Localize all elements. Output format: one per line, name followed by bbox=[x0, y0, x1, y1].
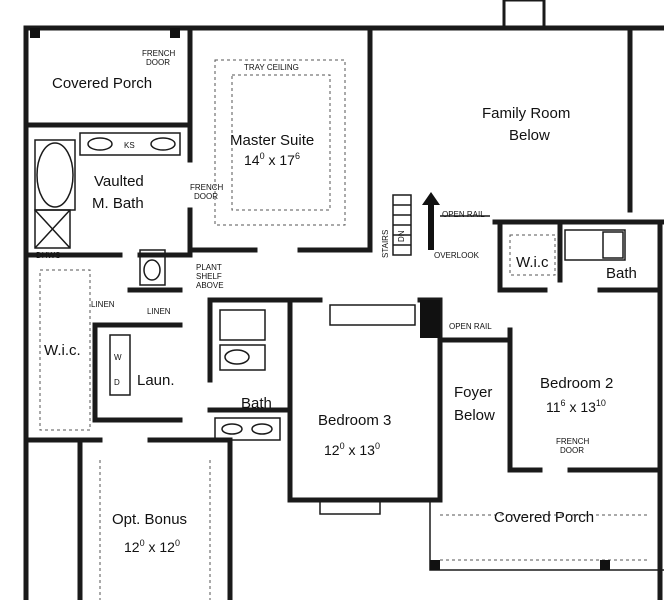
master-suite-dims: 140 x 176 bbox=[244, 151, 300, 168]
foyer-below-label: Below bbox=[454, 407, 495, 424]
toilet bbox=[139, 249, 166, 286]
plant-shelf-label-1: PLANT bbox=[196, 263, 222, 272]
bath-right-label: Bath bbox=[606, 265, 637, 282]
plant-shelf-label-3: ABOVE bbox=[196, 281, 224, 290]
dhws-label: DHWS bbox=[36, 251, 60, 260]
master-bath-label: M. Bath bbox=[92, 195, 144, 212]
bedroom-3-dims: 120 x 130 bbox=[324, 441, 380, 458]
open-rail-label-1: OPEN RAIL bbox=[442, 210, 485, 219]
tray-ceiling-label: TRAY CEILING bbox=[244, 63, 299, 72]
bathtub bbox=[36, 142, 74, 208]
shower bbox=[34, 209, 71, 249]
bedroom-3-label: Bedroom 3 bbox=[318, 412, 391, 429]
opt-bonus-label: Opt. Bonus bbox=[112, 511, 187, 528]
open-rail-label-2: OPEN RAIL bbox=[449, 322, 492, 331]
master-suite-label: Master Suite bbox=[230, 132, 314, 149]
bedroom-2-label: Bedroom 2 bbox=[540, 375, 613, 392]
vaulted-label: Vaulted bbox=[94, 173, 144, 190]
foyer-label: Foyer bbox=[454, 384, 492, 401]
linen-label-1: LINEN bbox=[91, 300, 115, 309]
family-room-below-label: Below bbox=[509, 127, 550, 144]
opt-bonus-dims: 120 x 120 bbox=[124, 538, 180, 555]
covered-porch-bottom-label: Covered Porch bbox=[494, 509, 594, 526]
fixtures bbox=[30, 28, 626, 600]
stairs-label: STAIRS bbox=[381, 230, 390, 258]
dn-label: DN bbox=[397, 230, 406, 242]
bath-mid-label: Bath bbox=[241, 395, 272, 412]
wic-right-label: W.i.c bbox=[516, 254, 549, 271]
tray-ceiling-outline bbox=[214, 59, 346, 226]
right-bathtub bbox=[564, 229, 626, 261]
bedroom-2-dims: 116 x 1310 bbox=[546, 398, 606, 415]
plant-shelf-label-2: SHELF bbox=[196, 272, 222, 281]
washer-label: W bbox=[114, 353, 122, 362]
vanity bbox=[79, 132, 181, 156]
wic-left-label: W.i.c. bbox=[44, 342, 81, 359]
up-arrow-icon bbox=[422, 192, 440, 250]
ks-label: KS bbox=[124, 141, 135, 150]
covered-porch-top-label: Covered Porch bbox=[52, 75, 152, 92]
laundry-label: Laun. bbox=[137, 372, 175, 389]
walls bbox=[23, 0, 664, 600]
stairs bbox=[392, 194, 412, 256]
linen-label-2: LINEN bbox=[147, 307, 171, 316]
dryer-label: D bbox=[114, 378, 120, 387]
family-room-label: Family Room bbox=[482, 105, 570, 122]
overlook-label: OVERLOOK bbox=[434, 251, 480, 260]
